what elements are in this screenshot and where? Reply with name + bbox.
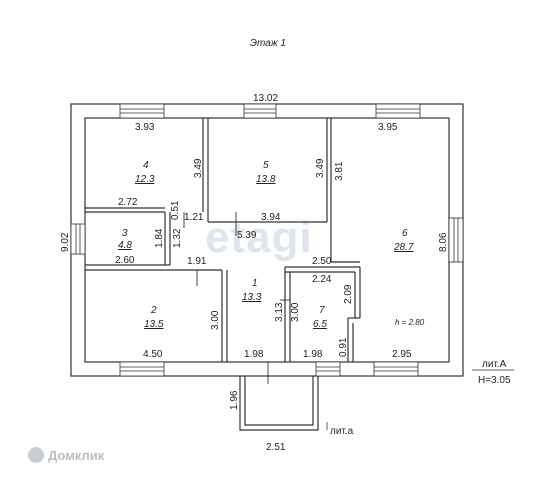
dim-250: 2.50 xyxy=(312,256,332,267)
dim-051: 0.51 xyxy=(170,200,181,220)
room-4-area: 12.3 xyxy=(135,174,155,185)
room-2-area: 13.5 xyxy=(144,319,164,330)
room-1-number: 1 xyxy=(252,278,258,289)
domclick-logo: Домклик xyxy=(28,447,105,463)
ceiling-height: h = 2.80 xyxy=(395,318,425,327)
room-3-area: 4.8 xyxy=(118,240,132,251)
dim-091: 0.91 xyxy=(338,337,349,357)
dim-overall-height-right: 8.06 xyxy=(438,232,449,252)
dim-209: 2.09 xyxy=(343,284,354,304)
room-7-area: 6.5 xyxy=(313,319,327,330)
room-6-area: 28.7 xyxy=(393,242,414,253)
logo-icon xyxy=(28,447,44,463)
dim-393: 3.93 xyxy=(135,122,155,133)
floor-title: Этаж 1 xyxy=(250,38,286,49)
windows xyxy=(70,103,464,377)
watermark: etagi xyxy=(205,213,313,262)
dim-450: 4.50 xyxy=(143,349,163,360)
dim-300b: 3.00 xyxy=(210,310,221,330)
room-4-number: 4 xyxy=(143,160,149,171)
dim-349b: 3.49 xyxy=(315,158,326,178)
dim-overall-height-left: 9.02 xyxy=(60,232,71,252)
room-2-number: 2 xyxy=(150,305,157,316)
dim-198a: 1.98 xyxy=(244,349,264,360)
dim-381: 3.81 xyxy=(334,161,345,181)
dim-overall-width: 13.02 xyxy=(253,93,278,104)
dim-132: 1.32 xyxy=(172,228,183,248)
dim-198b: 1.98 xyxy=(303,349,323,360)
interior-walls xyxy=(85,118,361,362)
lit-a-height: H=3.05 xyxy=(478,375,511,386)
dim-184: 1.84 xyxy=(154,228,165,248)
dim-313: 3.13 xyxy=(274,302,285,322)
room-5-area: 13.8 xyxy=(256,174,276,185)
dim-224: 2.24 xyxy=(312,274,332,285)
room-1-area: 13.3 xyxy=(242,292,262,303)
lit-a-label: лит.А xyxy=(482,359,507,370)
dim-196: 1.96 xyxy=(229,390,240,410)
lit-porch-label: лит.а xyxy=(330,426,354,437)
dim-260: 2.60 xyxy=(115,255,135,266)
room-5-number: 5 xyxy=(263,160,269,171)
dim-272: 2.72 xyxy=(118,197,138,208)
dim-295: 2.95 xyxy=(392,349,412,360)
logo-text: Домклик xyxy=(48,448,105,463)
dim-300a: 3.00 xyxy=(290,302,301,322)
dim-191: 1.91 xyxy=(187,256,207,267)
room-7-number: 7 xyxy=(319,305,325,316)
dim-121: 1.21 xyxy=(184,212,204,223)
room-3-number: 3 xyxy=(122,228,128,239)
dim-349a: 3.49 xyxy=(193,158,204,178)
room-6-number: 6 xyxy=(402,228,408,239)
dim-395: 3.95 xyxy=(378,122,398,133)
door-marks xyxy=(183,212,290,384)
dim-394: 3.94 xyxy=(261,212,281,223)
dim-539: 5.39 xyxy=(237,230,257,241)
dim-251: 2.51 xyxy=(266,442,286,453)
porch xyxy=(239,376,319,431)
